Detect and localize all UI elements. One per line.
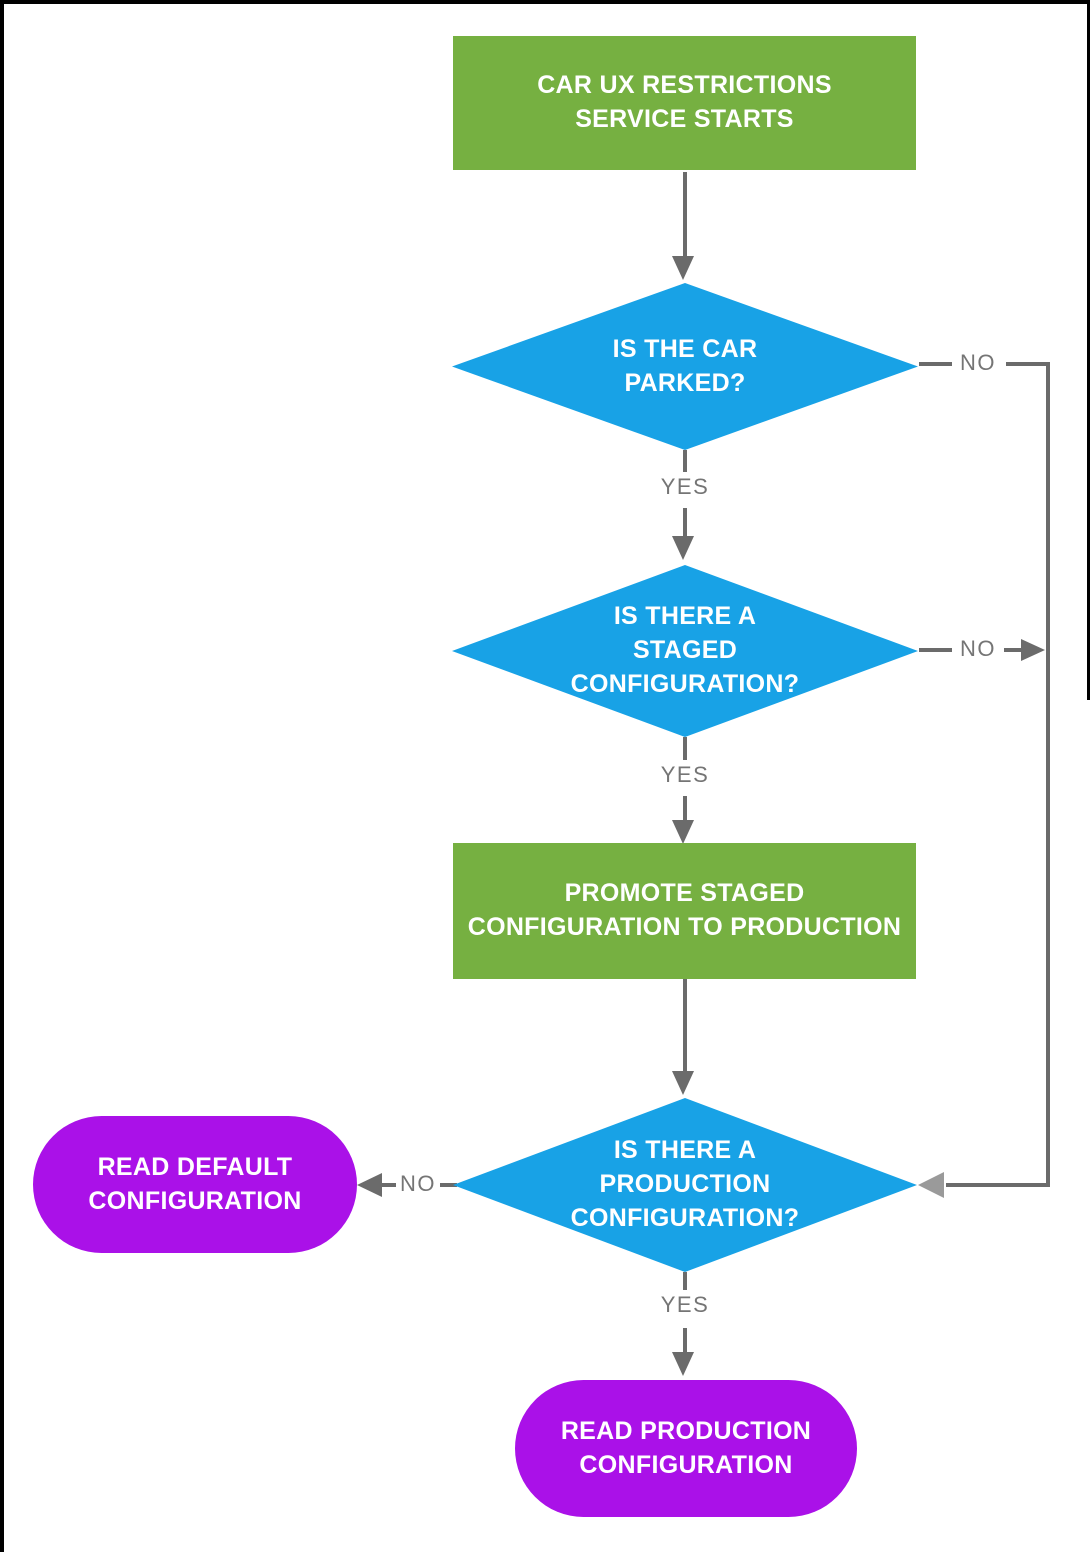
edge-label-parked-no: NO	[960, 350, 996, 375]
edge-label-parked-yes: YES	[660, 474, 710, 499]
edge-start-to-parked-line	[683, 172, 687, 256]
edge-parked-no-line	[1006, 362, 1050, 366]
read-default-node: READ DEFAULT CONFIGURATION	[33, 1116, 357, 1253]
edge-parked-yes-line	[683, 508, 687, 536]
read-default-node-label: READ DEFAULT CONFIGURATION	[88, 1152, 302, 1215]
arrowhead-right-into-rail	[1021, 639, 1045, 661]
car-parked-decision: IS THE CAR PARKED?	[452, 283, 918, 450]
edge-parked-no-stub	[919, 362, 952, 366]
arrowhead-down-to-parked	[672, 256, 694, 280]
edge-promote-to-production-line	[683, 979, 687, 1071]
edge-label-production-no: NO	[400, 1171, 436, 1196]
edge-production-yes-line	[683, 1328, 687, 1352]
read-production-node-label: READ PRODUCTION CONFIGURATION	[560, 1416, 812, 1479]
edge-parked-yes-stub	[683, 450, 687, 472]
frame-left-edge	[0, 0, 4, 1552]
arrowhead-down-to-read-production	[672, 1352, 694, 1376]
frame-right-edge	[1087, 0, 1090, 700]
edge-label-staged-yes: YES	[660, 762, 710, 787]
frame-top-edge	[0, 0, 1090, 4]
edge-staged-yes-line	[683, 796, 687, 820]
production-config-decision-label: IS THERE A PRODUCTION CONFIGURATION?	[570, 1136, 800, 1232]
edge-staged-no-stub	[919, 648, 952, 652]
arrowhead-left-into-production	[918, 1172, 944, 1198]
rail-merge-horizontal-line	[946, 1183, 1050, 1187]
arrowhead-left-to-read-default	[357, 1173, 382, 1197]
edge-label-production-yes: YES	[660, 1292, 710, 1317]
start-node-label: CAR UX RESTRICTIONS SERVICE STARTS	[537, 71, 832, 133]
no-branch-vertical-rail	[1046, 362, 1050, 1187]
arrowhead-down-to-production	[672, 1071, 694, 1095]
edge-production-no-stub	[440, 1183, 457, 1187]
edge-staged-yes-stub	[683, 737, 687, 760]
arrowhead-down-to-staged	[672, 536, 694, 560]
car-parked-decision-label: IS THE CAR PARKED?	[612, 334, 758, 397]
edge-production-yes-stub	[683, 1272, 687, 1290]
production-config-decision: IS THERE A PRODUCTION CONFIGURATION?	[453, 1098, 917, 1272]
edge-production-no-line	[380, 1183, 396, 1187]
promote-staged-node: PROMOTE STAGED CONFIGURATION TO PRODUCTI…	[453, 843, 916, 979]
staged-config-decision-label: IS THERE A STAGED CONFIGURATION?	[570, 602, 800, 698]
edge-label-staged-no: NO	[960, 636, 996, 661]
promote-staged-node-label: PROMOTE STAGED CONFIGURATION TO PRODUCTI…	[467, 879, 902, 941]
read-production-node: READ PRODUCTION CONFIGURATION	[515, 1380, 857, 1517]
start-node: CAR UX RESTRICTIONS SERVICE STARTS	[453, 36, 916, 170]
arrowhead-down-to-promote	[672, 820, 694, 844]
staged-config-decision: IS THERE A STAGED CONFIGURATION?	[452, 565, 918, 737]
edge-staged-no-line	[1004, 648, 1022, 652]
